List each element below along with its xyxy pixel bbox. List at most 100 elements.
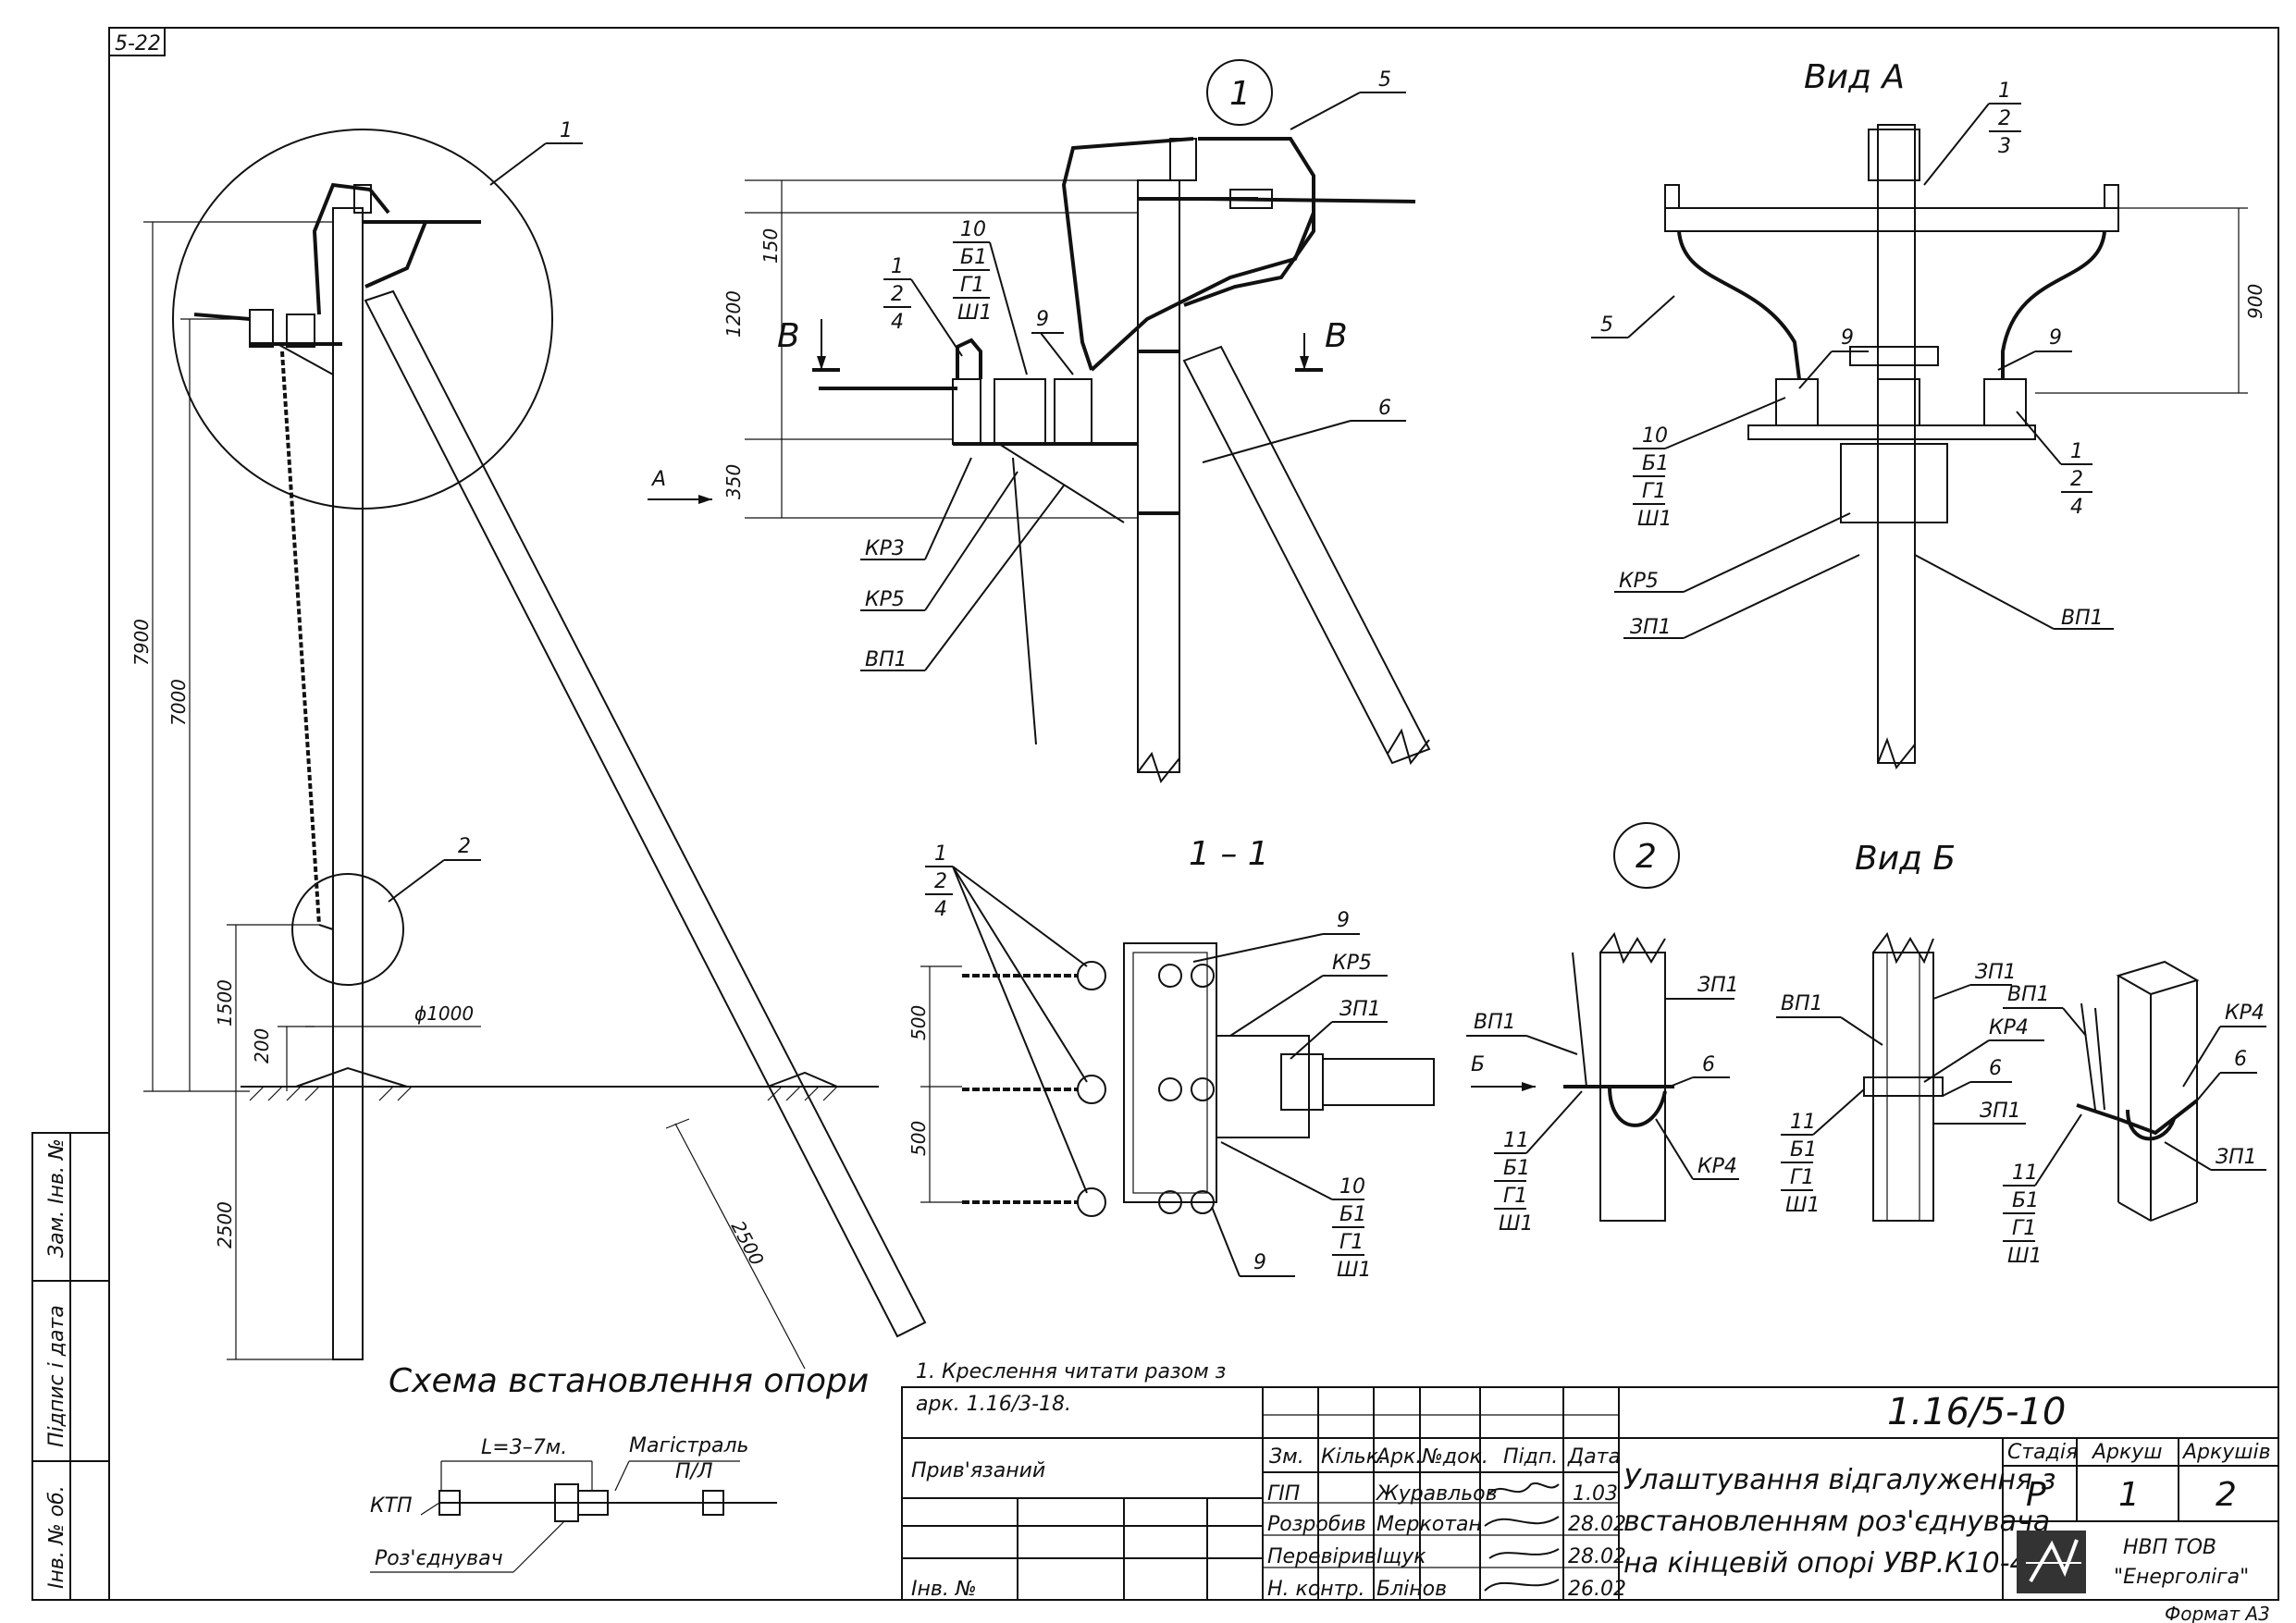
detail-2-group-g1: Г1 [1503, 1185, 1527, 1208]
view-b-group-sh1: Ш1 [1785, 1194, 1821, 1217]
dim-350: 350 [722, 464, 745, 499]
side-stamp: Зам. Інв. № Підпис і дата Інв. № об. [31, 1132, 110, 1601]
callout-circle-1 [172, 129, 553, 510]
detail-2-group-b1: Б1 [1503, 1157, 1530, 1180]
signature-3 [1488, 1548, 1560, 1559]
iso-group-b1: Б1 [2012, 1189, 2039, 1212]
main-pole-view: 1 2 7900 7000 1500 200 2500 ϕ1000 2500 [130, 119, 927, 1370]
tb-row1-name: Журавльов [1375, 1482, 1498, 1506]
view-b-group-b1: Б1 [1790, 1138, 1817, 1162]
view-a-left-b1: Б1 [1642, 452, 1669, 475]
scheme-ktp: КТП [370, 1494, 413, 1518]
dim-1200: 1200 [722, 290, 745, 338]
detail-2-zp1: ЗП1 [1697, 974, 1739, 997]
main-pole [332, 207, 364, 1360]
tb-stage-label: Стадія [2007, 1441, 2078, 1464]
detail-1-circle [1206, 59, 1273, 126]
dim-2500-strut: 2500 [727, 1217, 769, 1269]
iso-view: ВП1 КР4 6 ЗП1 11 Б1 Г1 Ш1 [2003, 960, 2266, 1268]
scheme-disconnector: Роз'єднувач [375, 1547, 503, 1570]
note-line-2: арк. 1.16/3-18. [916, 1393, 1071, 1416]
view-a-jumper-left [1677, 230, 1801, 380]
tb-sheet-label: Аркуш [2091, 1441, 2162, 1464]
installation-scheme: Схема встановлення опори L=3–7м. Магістр… [370, 1362, 869, 1573]
dim-150: 150 [759, 228, 782, 264]
dim-200: 200 [251, 1028, 273, 1064]
view-a-top-1: 1 [1998, 80, 2011, 103]
dim-1500: 1500 [214, 979, 236, 1027]
company-logo [2017, 1531, 2086, 1593]
section-group-a-4: 4 [934, 898, 947, 921]
detail-1-group-b-sh1: Ш1 [957, 301, 993, 325]
stamp-zam-inv: Зам. Інв. № [45, 1138, 68, 1258]
detail-1-group-a-2: 2 [891, 283, 904, 306]
detail-1-pos5: 5 [1378, 68, 1391, 92]
dim-2500-vertical: 2500 [214, 1201, 236, 1248]
iso-group-g1: Г1 [2012, 1217, 2036, 1240]
stamp-sign-date: Підпис і дата [45, 1305, 68, 1447]
view-b-group-g1: Г1 [1790, 1166, 1814, 1189]
detail-1-group-a-4: 4 [891, 311, 904, 334]
dim-7900: 7900 [130, 619, 153, 666]
section-group-b-10: 10 [1339, 1175, 1365, 1199]
view-a-left-g1: Г1 [1642, 480, 1666, 503]
tb-sheet: 1 [2118, 1476, 2140, 1514]
tb-row3-role: Перевірив [1267, 1545, 1376, 1568]
section-zp1: ЗП1 [1339, 998, 1381, 1021]
detail-1-pos6: 6 [1378, 397, 1391, 420]
tb-col-sign: Підп. [1503, 1445, 1558, 1469]
detail-2-vp1: ВП1 [1474, 1011, 1516, 1034]
view-a-crossarm-top [1664, 207, 2119, 232]
detail-2-number: 2 [1636, 838, 1657, 876]
view-a-jumper-right [2001, 230, 2106, 379]
tb-row4-name: Блінов [1376, 1578, 1447, 1601]
detail-2-group-sh1: Ш1 [1499, 1212, 1534, 1236]
view-b-group-11: 11 [1790, 1111, 1816, 1134]
detail-2-view: 2 ЗП1 ВП1 Б 6 КР4 11 Б1 Г1 Ш1 [1466, 822, 1739, 1236]
tb-row2-date: 28.02 [1568, 1513, 1626, 1536]
section-b-right: В [1325, 317, 1348, 355]
stamp-inv-orig: Інв. № об. [45, 1485, 68, 1589]
section-b-left: В [777, 317, 800, 355]
view-a-zp1: ЗП1 [1630, 616, 1672, 639]
tb-row1-role: ГІП [1267, 1482, 1300, 1506]
section-pos9-bot: 9 [1253, 1251, 1266, 1274]
view-a: Вид А 1 2 3 5 9 9 900 10 [1591, 58, 2266, 770]
format-label: Формат А3 [2165, 1603, 2270, 1623]
view-b: Вид Б ВП1 ЗП1 КР4 6 ЗП1 11 Б1 Г1 Ш1 [1776, 840, 2044, 1222]
dim-phi-1000: ϕ1000 [414, 1002, 474, 1025]
detail-1-group-a-1: 1 [891, 255, 904, 278]
detail-1-pole [1137, 179, 1180, 773]
note-line-1: 1. Креслення читати разом з [916, 1360, 1226, 1383]
section-pos9-top: 9 [1337, 909, 1350, 932]
view-a-crossarm-low [1747, 424, 2036, 440]
view-b-zp1-top: ЗП1 [1975, 961, 2017, 984]
scheme-mainline-1: Магістраль [629, 1434, 749, 1457]
detail-2-circle [1613, 822, 1680, 889]
section-group-a-2: 2 [934, 870, 947, 893]
detail-1-kr5: КР5 [865, 588, 905, 611]
callout-2-label: 2 [458, 835, 471, 858]
section-group-a-1: 1 [934, 842, 947, 866]
view-a-right-4: 4 [2070, 496, 2083, 519]
detail-2-arrow-b: Б [1471, 1053, 1485, 1076]
tb-desc-3: на кінцевій опорі УВР.К10-4 [1623, 1547, 2028, 1580]
detail-1-group-b-g1: Г1 [960, 274, 984, 297]
section-dim-500-a: 500 [907, 1005, 930, 1040]
tb-row3-name: Іщук [1376, 1545, 1426, 1568]
detail-1-jumper [1061, 137, 1194, 371]
section-dim-500-b: 500 [907, 1121, 930, 1156]
view-a-right-1: 1 [2070, 440, 2083, 463]
signature-2 [1484, 1516, 1560, 1527]
iso-pos6: 6 [2234, 1048, 2247, 1071]
view-a-pos9-left: 9 [1841, 326, 1854, 350]
section-group-b-g1: Г1 [1339, 1231, 1364, 1254]
view-arrow-a: А [650, 468, 666, 491]
sheet-code: 5-22 [115, 32, 161, 55]
tb-col-doc: №док. [1421, 1445, 1488, 1469]
view-a-top-2: 2 [1998, 107, 2011, 130]
tb-bound: Прив'язаний [911, 1459, 1045, 1482]
dim-7000: 7000 [167, 679, 190, 726]
title-block: Прив'язаний Інв. № Зм. Кільк. Арк. №док.… [901, 1386, 2279, 1601]
